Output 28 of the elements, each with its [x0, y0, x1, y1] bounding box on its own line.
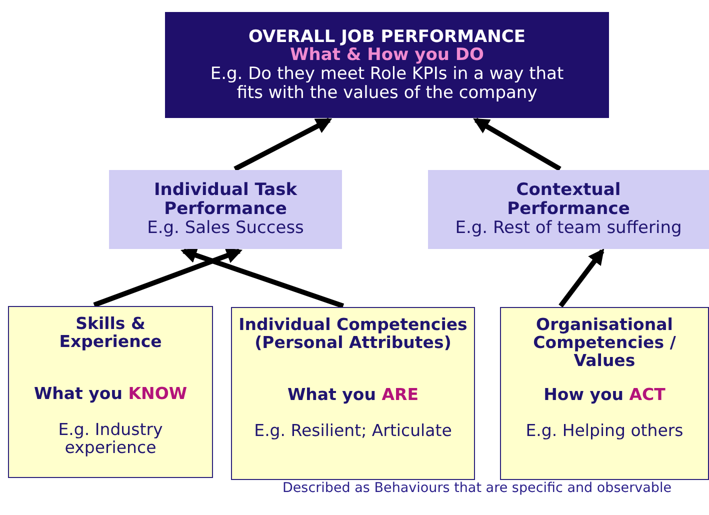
example: E.g. Resilient; Articulate	[254, 422, 452, 440]
driver-box	[231, 307, 475, 480]
arrow	[93, 248, 242, 308]
description: E.g. Rest of team suffering	[455, 218, 682, 238]
arrow	[558, 248, 604, 308]
subheading: What & How you DO	[290, 46, 484, 65]
example: E.g. Helping others	[526, 422, 684, 440]
description: E.g. Do they meet Role KPIs in a way that fits with the values of the company	[209, 65, 565, 102]
arrow	[180, 248, 344, 308]
heading: Individual Task Performance	[152, 181, 298, 219]
description: E.g. Sales Success	[147, 218, 304, 238]
tagline: How you ACT	[544, 386, 666, 404]
tagline: What you KNOW	[34, 385, 188, 404]
driver-box	[8, 306, 213, 478]
arrow	[473, 118, 562, 172]
tagline: What you ARE	[287, 386, 419, 404]
outcome-box	[165, 12, 609, 118]
heading: Skills & Experience	[58, 315, 163, 354]
performance-box	[109, 170, 342, 249]
arrow	[234, 118, 332, 172]
driver-box	[500, 307, 709, 480]
heading: Contextual Performance	[506, 181, 631, 219]
note: Described as Behaviours that are specific and observable	[281, 481, 673, 496]
example: E.g. Industry experience	[57, 421, 164, 458]
heading: OVERALL JOB PERFORMANCE	[248, 28, 526, 46]
heading: Individual Competencies (Personal Attributes)	[238, 316, 468, 354]
performance-box	[428, 170, 709, 249]
heading: Organisational Competencies / Values	[532, 316, 677, 372]
